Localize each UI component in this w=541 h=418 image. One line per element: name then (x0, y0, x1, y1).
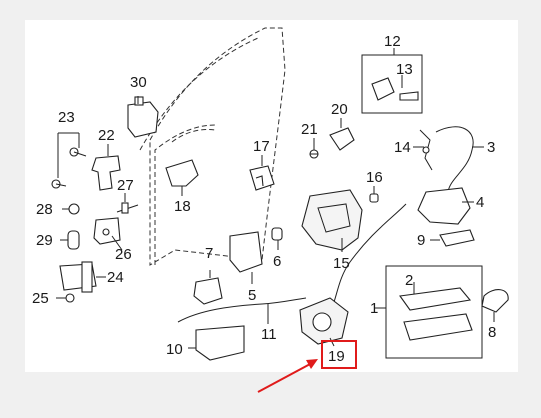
callout-27: 27 (117, 177, 134, 194)
part-28-nut (62, 203, 80, 215)
part-5-bracket (229, 231, 263, 284)
part-29-bumper (60, 230, 80, 250)
callout-8: 8 (488, 324, 496, 341)
callout-29: 29 (36, 232, 53, 249)
callout-9: 9 (417, 232, 425, 249)
part-16-grommet (369, 186, 379, 203)
part-24-hinge (59, 261, 106, 293)
part-17-clips (249, 155, 275, 191)
callout-23: 23 (58, 109, 75, 126)
part-22-hinge (91, 144, 121, 191)
part-rod (333, 203, 407, 303)
callout-14: 14 (394, 139, 411, 156)
callout-16: 16 (366, 169, 383, 186)
callout-3: 3 (487, 139, 495, 156)
callout-5: 5 (248, 287, 256, 304)
callout-15: 15 (333, 255, 350, 272)
callout-1: 1 (370, 300, 378, 317)
callout-24: 24 (107, 269, 124, 286)
callout-21: 21 (301, 121, 318, 138)
callout-22: 22 (98, 127, 115, 144)
part-8-cover (481, 289, 509, 322)
part-6-grommet (271, 227, 283, 250)
callout-26: 26 (115, 246, 132, 263)
callout-12: 12 (384, 33, 401, 50)
callout-4: 4 (476, 194, 484, 211)
part-10-handle (188, 325, 245, 361)
highlight-box (321, 340, 357, 369)
part-9-cap (430, 229, 475, 247)
callout-28: 28 (36, 201, 53, 218)
part-14-cable (413, 129, 433, 171)
part-18-bracket (165, 159, 199, 196)
callout-2: 2 (405, 272, 413, 289)
part-3-cable (435, 126, 484, 193)
part-7-bracket (193, 270, 223, 305)
part-1-box (374, 265, 483, 359)
part-19-motor (299, 297, 349, 347)
callout-20: 20 (331, 101, 348, 118)
part-4-latch (417, 187, 474, 225)
part-11-cable (177, 297, 307, 324)
callout-6: 6 (273, 253, 281, 270)
part-12-box (361, 48, 423, 114)
callout-18: 18 (174, 198, 191, 215)
callout-17: 17 (253, 138, 270, 155)
callout-19: 19 (328, 348, 345, 365)
callout-30: 30 (130, 74, 147, 91)
callout-11: 11 (261, 326, 277, 343)
part-27-bolt (116, 193, 139, 214)
callout-25: 25 (32, 290, 49, 307)
arrow-icon (257, 359, 318, 393)
part-15-actuator (301, 189, 363, 252)
callout-7: 7 (205, 245, 213, 262)
part-23-bolts (51, 132, 87, 189)
callout-10: 10 (166, 341, 183, 358)
callout-13: 13 (396, 61, 413, 78)
part-25-bolt (56, 293, 75, 303)
part-20-clip (329, 118, 355, 151)
part-30-bracket (127, 96, 159, 138)
part-26-checker (93, 217, 123, 251)
part-21-pin (309, 138, 319, 159)
